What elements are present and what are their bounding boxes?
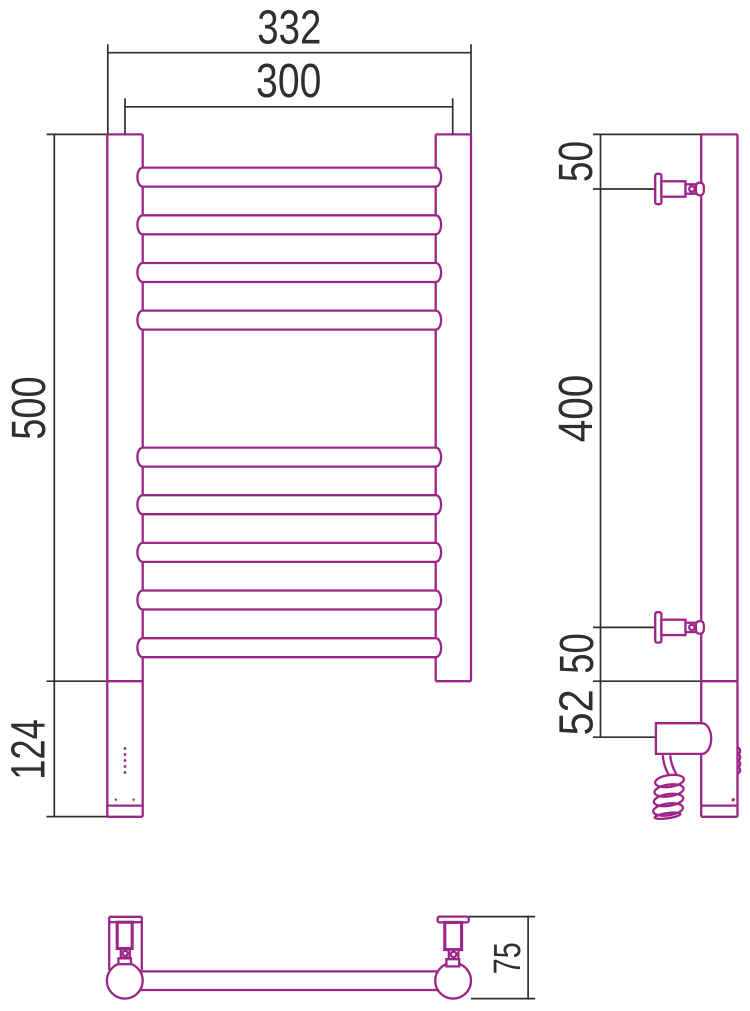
svg-text:400: 400	[549, 375, 603, 443]
svg-text:300: 300	[256, 54, 321, 108]
svg-text:75: 75	[487, 942, 529, 974]
svg-text:50: 50	[550, 633, 604, 674]
svg-text:332: 332	[257, 1, 321, 55]
svg-text:124: 124	[2, 719, 56, 780]
svg-text:50: 50	[549, 141, 603, 182]
svg-text:500: 500	[2, 376, 56, 439]
svg-text:52: 52	[550, 689, 604, 735]
